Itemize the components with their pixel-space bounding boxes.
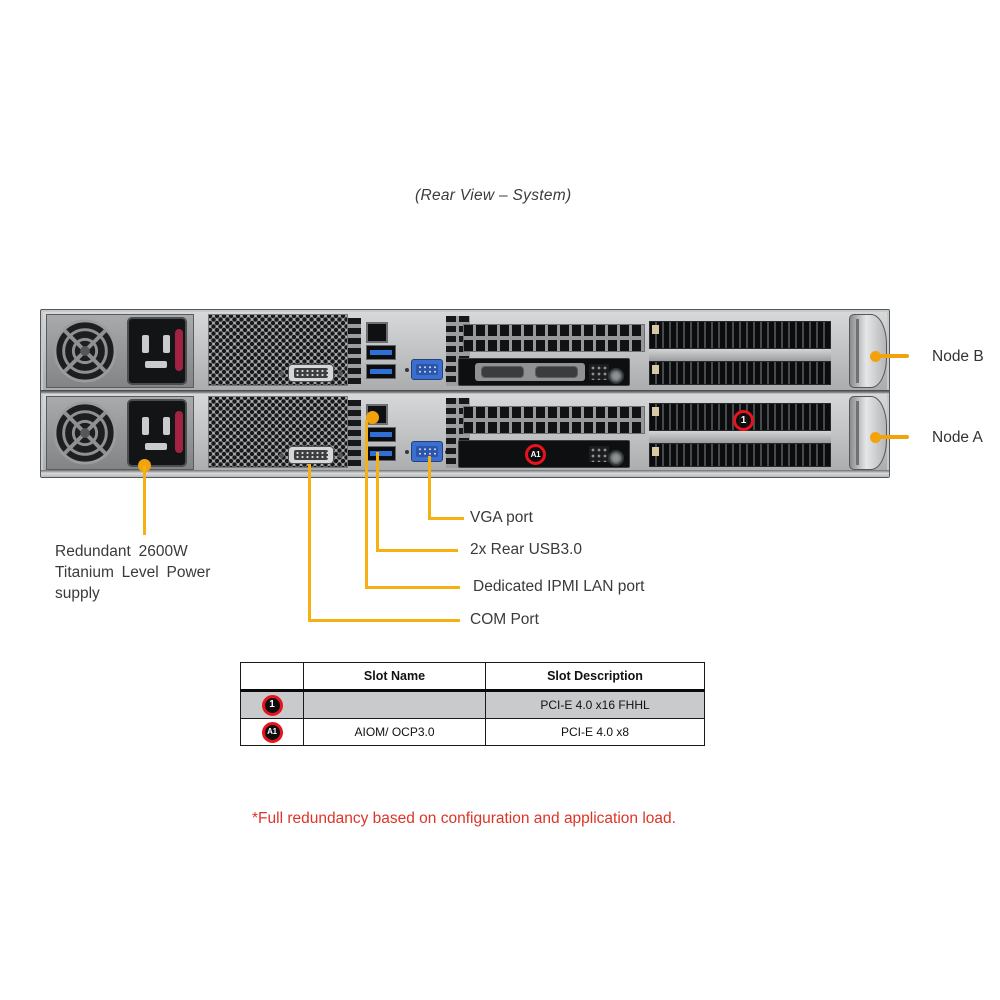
ipmi-callout-line xyxy=(365,586,460,589)
ipmi-lan-label: Dedicated IPMI LAN port xyxy=(473,578,645,595)
honeycomb-vent-panel xyxy=(208,396,348,468)
usb-label: 2x Rear USB3.0 xyxy=(470,541,582,558)
slot-table-header-row: Slot Name Slot Description xyxy=(240,662,705,692)
psu-fan-icon xyxy=(53,319,117,383)
node-divider xyxy=(41,390,889,394)
node-a-arrow-tail xyxy=(878,435,909,439)
slotA1-marker-badge: A1 xyxy=(525,444,546,465)
vga-callout-line xyxy=(428,517,464,520)
table-row: 1 PCI-E 4.0 x16 FHHL xyxy=(240,690,705,719)
bay-vent-dots xyxy=(589,364,609,380)
usb-callout-line xyxy=(376,549,458,552)
thumbscrew xyxy=(608,450,624,466)
com-port-db9 xyxy=(279,364,343,382)
psu-callout-dot xyxy=(138,459,151,472)
node-a-rear-panel xyxy=(43,394,887,472)
psu-module xyxy=(46,396,194,470)
header-slot-name: Slot Name xyxy=(303,662,486,692)
vent-column xyxy=(348,400,361,466)
server-chassis xyxy=(40,309,890,478)
psu-callout-line xyxy=(143,466,146,535)
vga-port xyxy=(405,359,449,380)
psu-label: Redundant 2600W Titanium Level Power sup… xyxy=(55,543,211,602)
vent-strip xyxy=(463,406,645,434)
node-b-arrow-tail xyxy=(878,354,909,358)
node-handle xyxy=(849,396,887,470)
psu-latch-clip xyxy=(175,411,183,453)
pcie-slot-area xyxy=(649,397,831,469)
cell-marker: 1 xyxy=(240,690,304,719)
ipmi-lan-port xyxy=(366,322,388,343)
pcie-slot-vent xyxy=(649,361,831,385)
usb-callout-line xyxy=(376,452,379,552)
usb3-port xyxy=(366,446,396,461)
com-callout-line xyxy=(308,619,460,622)
com-port-db9 xyxy=(279,446,343,464)
vent-column xyxy=(348,318,361,384)
psu-module xyxy=(46,314,194,388)
node-handle xyxy=(849,314,887,388)
pcie-slot-vent xyxy=(649,321,831,349)
bay-vent-dots xyxy=(589,446,609,462)
usb3-port xyxy=(366,364,396,379)
cell-marker: A1 xyxy=(240,718,304,746)
vent-strip xyxy=(463,324,645,352)
slot1-table-badge: 1 xyxy=(261,694,283,716)
slot-table: Slot Name Slot Description 1 PCI-E 4.0 x… xyxy=(240,662,705,746)
vga-callout-line xyxy=(428,456,431,520)
cell-slot-name xyxy=(303,690,486,719)
lan-callout-dot xyxy=(366,411,379,424)
io-bay xyxy=(458,358,630,386)
table-row: A1 AIOM/ OCP3.0 PCI-E 4.0 x8 xyxy=(240,718,705,746)
pcie-slot-bar xyxy=(649,431,831,443)
node-a-label: Node A xyxy=(932,429,983,446)
power-inlet-c20 xyxy=(127,399,187,467)
slotA1-table-badge: A1 xyxy=(261,721,283,743)
usb3-port xyxy=(366,345,396,360)
slot1-marker-badge: 1 xyxy=(733,410,754,431)
node-b-rear-panel xyxy=(43,312,887,390)
header-marker xyxy=(240,662,304,692)
ipmi-callout-line xyxy=(365,420,368,589)
vga-label: VGA port xyxy=(470,509,533,526)
usb3-port xyxy=(366,427,396,442)
pcie-slot-vent xyxy=(649,443,831,467)
redundancy-footnote: *Full redundancy based on configuration … xyxy=(252,810,676,827)
node-b-arrow-icon xyxy=(870,351,881,362)
pcie-slot-bar xyxy=(649,349,831,361)
page-title: (Rear View – System) xyxy=(415,187,572,204)
node-a-arrow-icon xyxy=(870,432,881,443)
pcie-slot-area xyxy=(649,315,831,387)
bay-module xyxy=(475,363,585,381)
node-b-label: Node B xyxy=(932,348,984,365)
com-port-label: COM Port xyxy=(470,611,539,628)
chassis-base-rail xyxy=(41,470,889,477)
com-callout-line xyxy=(308,464,311,622)
thumbscrew xyxy=(608,368,624,384)
cell-slot-description: PCI-E 4.0 x8 xyxy=(485,718,705,746)
psu-latch-clip xyxy=(175,329,183,371)
header-slot-description: Slot Description xyxy=(485,662,705,692)
cell-slot-description: PCI-E 4.0 x16 FHHL xyxy=(485,690,705,719)
vga-port xyxy=(405,441,449,462)
power-inlet-c20 xyxy=(127,317,187,385)
cell-slot-name: AIOM/ OCP3.0 xyxy=(303,718,486,746)
psu-fan-icon xyxy=(53,401,117,465)
